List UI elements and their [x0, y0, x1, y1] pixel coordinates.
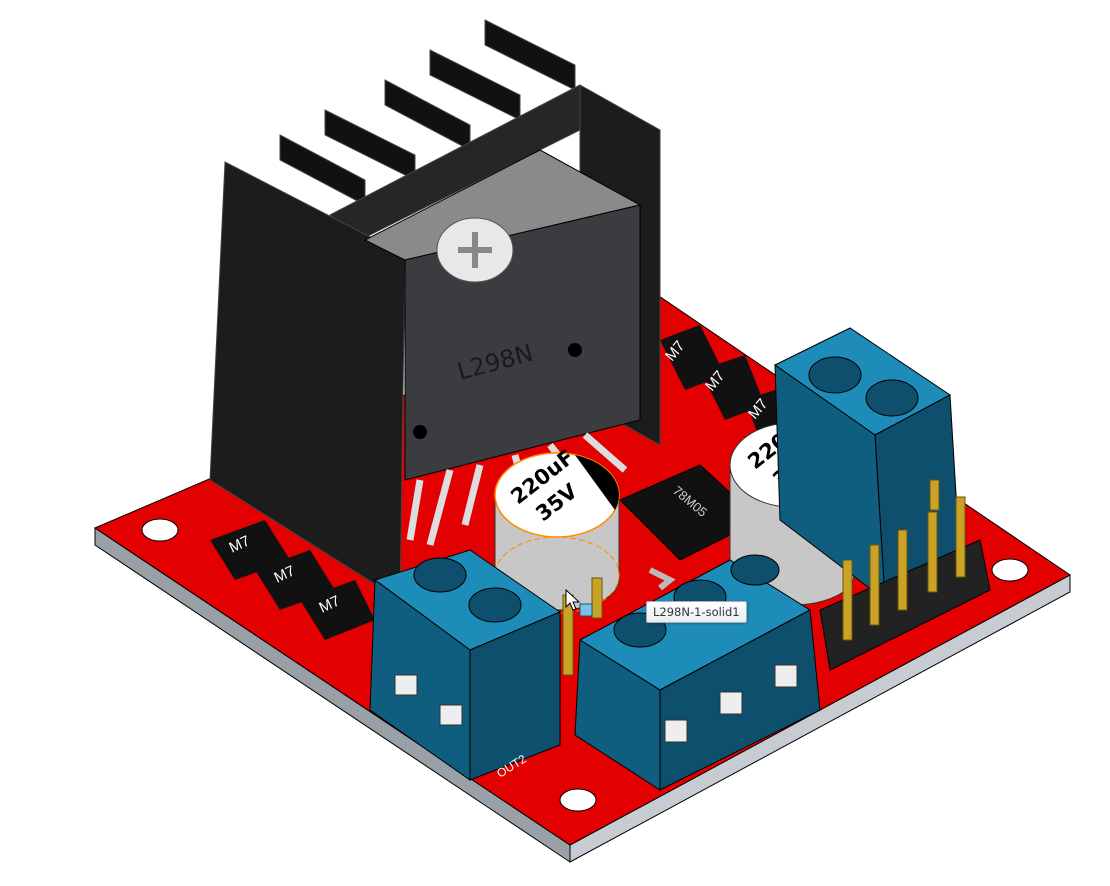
- l298n-chip[interactable]: L298N: [363, 149, 642, 546]
- selection-highlight: [494, 536, 620, 614]
- mouse-cursor-icon: [565, 588, 593, 617]
- hover-tooltip: L298N-1-solid1: [646, 601, 747, 623]
- mounting-hole: [559, 788, 597, 812]
- mounting-hole: [141, 518, 179, 542]
- pin-header[interactable]: [819, 479, 991, 671]
- terminal-block-left[interactable]: [369, 549, 562, 781]
- mounting-hole: [991, 558, 1029, 582]
- diodes-left: M7 M7 M7: [210, 520, 375, 640]
- terminal-block-front[interactable]: [574, 554, 821, 791]
- voltage-regulator[interactable]: 78M05: [619, 464, 761, 591]
- terminal-block-right[interactable]: [774, 327, 961, 602]
